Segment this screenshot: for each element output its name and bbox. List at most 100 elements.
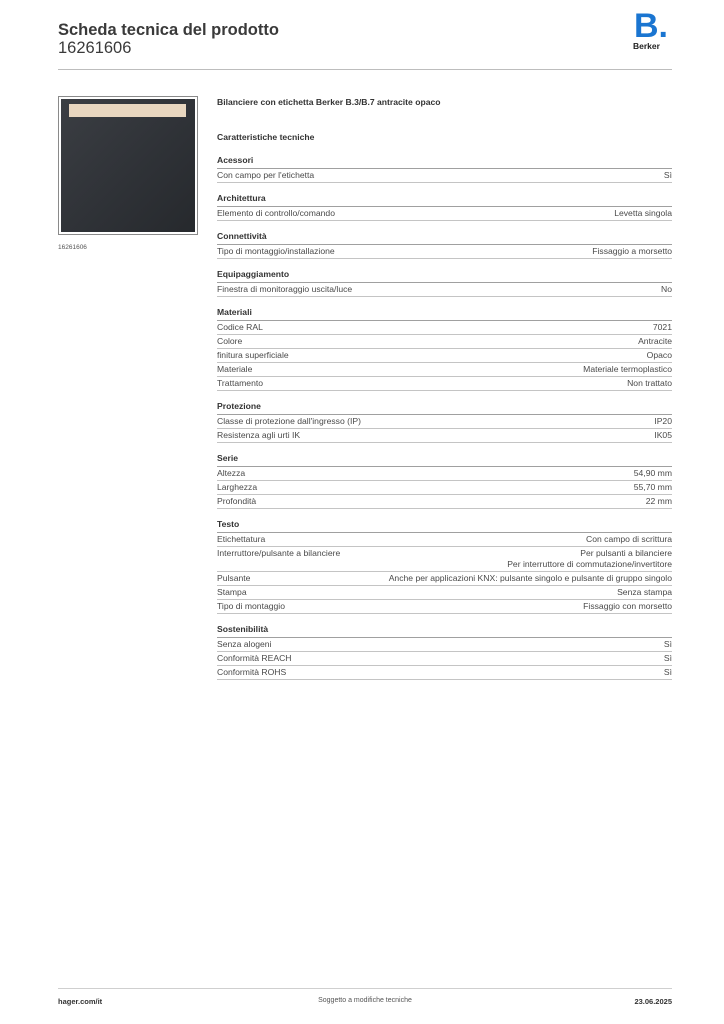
spec-label: Stampa <box>217 587 247 597</box>
section-title: Testo <box>217 518 672 533</box>
spec-label: Classe di protezione dall'ingresso (IP) <box>217 416 361 426</box>
spec-row: Colore Antracite <box>217 335 672 349</box>
footer-website: hager.com/it <box>58 997 103 1006</box>
product-number: 16261606 <box>58 39 132 57</box>
spec-row: Materiale Materiale termoplastico <box>217 363 672 377</box>
spec-row: Elemento di controllo/comando Levetta sin… <box>217 207 672 221</box>
spec-label: Conformità ROHS <box>217 667 287 677</box>
logo-mark: B. <box>634 7 668 45</box>
spec-value: IK05 <box>654 430 672 440</box>
spec-value: Non trattato <box>627 378 672 388</box>
spec-row: Con campo per l'etichetta Sì <box>217 169 672 183</box>
spec-label: Con campo per l'etichetta <box>217 170 315 180</box>
spec-label: Profondità <box>217 496 257 506</box>
section-title: Equipaggiamento <box>217 268 672 283</box>
spec-label: Altezza <box>217 468 246 478</box>
footer-date: 23.06.2025 <box>634 997 672 1006</box>
spec-value: Opaco <box>646 350 672 360</box>
spec-row: Senza alogeni Sì <box>217 638 672 652</box>
spec-label: Tipo di montaggio/installazione <box>217 246 335 256</box>
page-title: Scheda tecnica del prodotto <box>58 21 279 39</box>
page-header: Scheda tecnica del prodotto 16261606 B. … <box>58 9 672 70</box>
spec-row: Profondità 22 mm <box>217 495 672 509</box>
spec-row: finitura superficiale Opaco <box>217 349 672 363</box>
spec-value: Anche per applicazioni KNX: pulsante sin… <box>388 573 672 583</box>
logo-text: Berker <box>633 41 660 51</box>
spec-row: Tipo di montaggio/installazione Fissaggio… <box>217 245 672 259</box>
spec-label: Senza alogeni <box>217 639 272 649</box>
spec-value: Sì <box>663 667 672 677</box>
spec-row: Finestra di monitoraggio uscita/luce No <box>217 283 672 297</box>
spec-value: Fissaggio con morsetto <box>583 601 672 611</box>
image-caption: 16261606 <box>58 244 87 251</box>
spec-label: Trattamento <box>217 378 264 388</box>
spec-label: Larghezza <box>217 482 258 492</box>
spec-value: No <box>661 284 672 294</box>
characteristics-title: Caratteristiche tecniche <box>217 132 315 142</box>
product-rocker-picture <box>61 99 195 232</box>
label-field-picture <box>69 104 186 117</box>
spec-row: Conformità ROHS Sì <box>217 666 672 680</box>
spec-row: Larghezza 55,70 mm <box>217 481 672 495</box>
spec-value: Sì <box>663 653 672 663</box>
spec-value: 7021 <box>652 322 672 332</box>
spec-row: Classe di protezione dall'ingresso (IP) I… <box>217 415 672 429</box>
spec-label: Interruttore/pulsante a bilanciere <box>217 548 341 558</box>
spec-content: Bilanciere con etichetta Berker B.3/B.7 … <box>217 96 672 680</box>
spec-label: finitura superficiale <box>217 350 289 360</box>
spec-label: Elemento di controllo/comando <box>217 208 335 218</box>
section-title: Sostenibilità <box>217 623 672 638</box>
spec-label: Colore <box>217 336 243 346</box>
spec-row: Resistenza agli urti IK IK05 <box>217 429 672 443</box>
spec-row: Stampa Senza stampa <box>217 586 672 600</box>
section-title: Connettività <box>217 230 672 245</box>
spec-label: Etichettatura <box>217 534 266 544</box>
spec-value: Levetta singola <box>614 208 672 218</box>
product-image <box>58 96 198 235</box>
spec-row: Tipo di montaggio Fissaggio con morsetto <box>217 600 672 614</box>
section-title: Protezione <box>217 400 672 415</box>
spec-label: Codice RAL <box>217 322 263 332</box>
spec-value: Antracite <box>638 336 672 346</box>
spec-value: IP20 <box>654 416 672 426</box>
spec-value: Sì <box>663 170 672 180</box>
spec-value: Materiale termoplastico <box>583 364 672 374</box>
section-title: Serie <box>217 452 672 467</box>
spec-label: Resistenza agli urti IK <box>217 430 301 440</box>
footer-note: Soggetto a modifiche tecniche <box>318 997 412 1004</box>
spec-row: Pulsante Anche per applicazioni KNX: puls… <box>217 572 672 586</box>
page-footer: hager.com/it Soggetto a modifiche tecnic… <box>58 988 672 1006</box>
section-title: Materiali <box>217 306 672 321</box>
spec-value: 55,70 mm <box>633 482 672 492</box>
spec-value: Fissaggio a morsetto <box>592 246 672 256</box>
spec-value: 54,90 mm <box>633 468 672 478</box>
spec-value: 22 mm <box>645 496 672 506</box>
spec-row: Trattamento Non trattato <box>217 377 672 391</box>
spec-row: Etichettatura Con campo di scrittura <box>217 533 672 547</box>
spec-value: Con campo di scrittura <box>586 534 672 544</box>
spec-label: Materiale <box>217 364 253 374</box>
berker-logo: B. Berker <box>632 9 672 55</box>
section-title: Acessori <box>217 154 672 169</box>
section-title: Architettura <box>217 192 672 207</box>
spec-label: Pulsante <box>217 573 251 583</box>
spec-value: Senza stampa <box>617 587 672 597</box>
product-name: Bilanciere con etichetta Berker B.3/B.7 … <box>217 97 441 107</box>
spec-value: Sì <box>663 639 672 649</box>
spec-row: Altezza 54,90 mm <box>217 467 672 481</box>
spec-label: Finestra di monitoraggio uscita/luce <box>217 284 353 294</box>
spec-row: Codice RAL 7021 <box>217 321 672 335</box>
spec-label: Tipo di montaggio <box>217 601 285 611</box>
